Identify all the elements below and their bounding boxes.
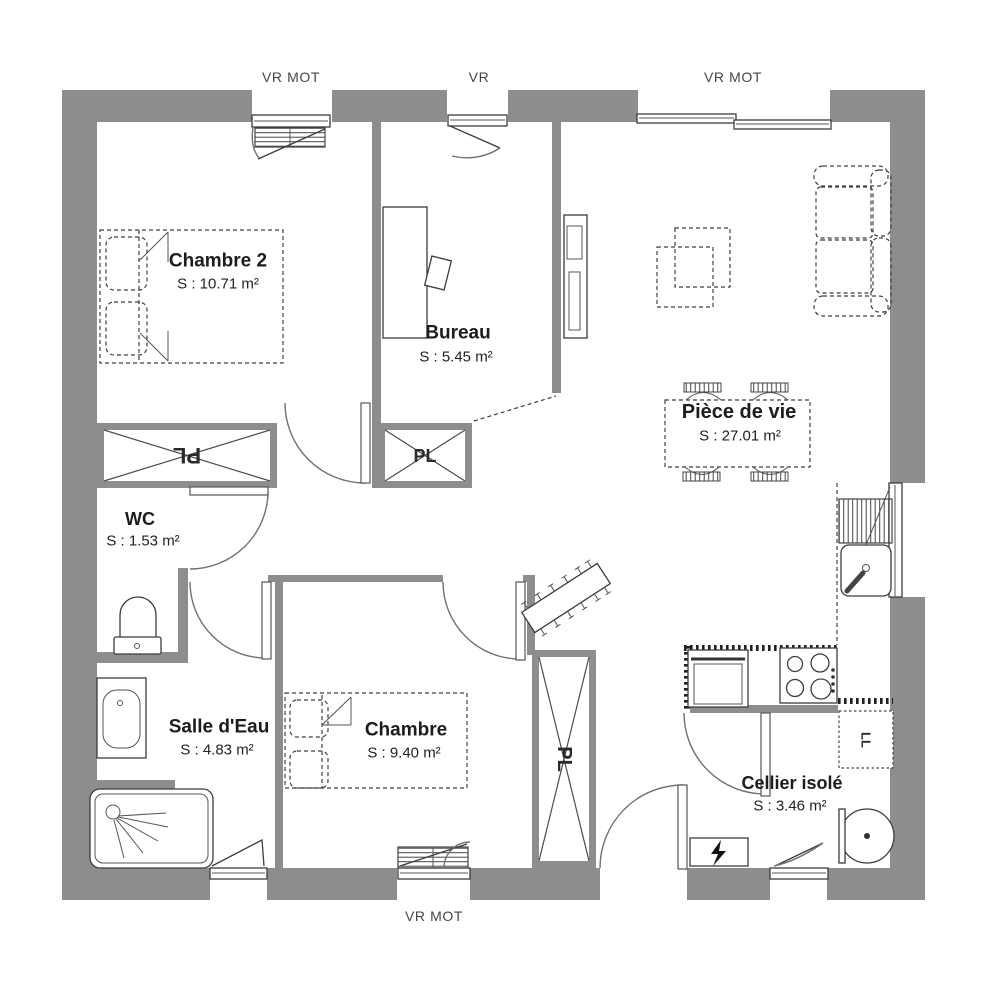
room-area-bureau: S : 5.45 m²: [419, 348, 493, 366]
room-area-chambre-2: S : 10.71 m²: [177, 275, 259, 293]
stove-icon: [779, 647, 838, 704]
kitchen: [684, 483, 893, 712]
open-boundary: [473, 395, 557, 422]
bathroom-sink: [96, 677, 147, 759]
toilet: [113, 596, 162, 655]
door-chambre-2: [284, 402, 371, 484]
room-area-cellier: S : 3.46 m²: [753, 797, 827, 815]
sofa: [813, 165, 892, 317]
window-label-chambre-2: VR MOT: [261, 69, 321, 85]
closet-hall: [378, 423, 472, 488]
window-chambre-2: [251, 114, 331, 160]
bed-chambre: [284, 692, 468, 789]
door-salle-d-eau: [189, 581, 272, 660]
closet-label-chambre-2: PL: [172, 443, 202, 468]
door-wc: [189, 486, 269, 570]
water-heater-icon: [838, 808, 895, 864]
radiator: [520, 559, 612, 637]
washing-machine-label: LL: [858, 732, 874, 748]
closet-entree: [532, 650, 596, 868]
cellier-equipment: [689, 710, 895, 867]
kitchen-sink-icon: [840, 544, 892, 597]
room-label-cellier: Cellier isolé: [741, 773, 843, 793]
window-label-bureau: VR: [468, 69, 490, 85]
door-entree: [599, 784, 688, 870]
washing-machine-icon: [838, 710, 894, 769]
room-label-piece-de-vie: Pièce de vie: [681, 401, 797, 423]
room-label-chambre: Chambre: [364, 719, 448, 741]
closet-label-entree: PL: [553, 746, 575, 772]
exterior-walls: [62, 90, 925, 900]
window-bureau: [447, 114, 508, 159]
fridge-icon: [687, 649, 749, 708]
room-area-salle-d-eau: S : 4.83 m²: [180, 741, 254, 759]
interior-walls: [62, 122, 838, 868]
dish-drainer-icon: [838, 498, 893, 544]
room-area-wc: S : 1.53 m²: [106, 532, 180, 550]
closet-label-hall: PL: [413, 446, 437, 466]
room-label-bureau: Bureau: [425, 322, 491, 344]
window-chambre: [397, 841, 471, 880]
window-salle-d-eau: [209, 838, 268, 880]
room-label-salle-d-eau: Salle d'Eau: [168, 716, 270, 738]
tv-unit: [563, 214, 588, 339]
door-cellier: [683, 712, 771, 797]
desk-bureau: [382, 206, 453, 339]
window-label-chambre: VR MOT: [404, 908, 464, 924]
coffee-table: [656, 227, 731, 308]
bed-chambre-2: [99, 229, 284, 364]
shower: [89, 788, 214, 869]
electrical-panel-icon: [689, 837, 749, 867]
room-area-piece-de-vie: S : 27.01 m²: [699, 427, 781, 445]
room-area-chambre: S : 9.40 m²: [367, 744, 441, 762]
closet-chambre-2: [97, 423, 277, 488]
dining-table: [664, 382, 811, 482]
room-label-wc: WC: [125, 509, 155, 529]
window-label-piece-de-vie: VR MOT: [703, 69, 763, 85]
window-cellier: [769, 842, 829, 880]
window-piece-de-vie: [636, 113, 832, 130]
door-chambre: [442, 581, 526, 661]
room-label-chambre-2: Chambre 2: [168, 250, 268, 272]
